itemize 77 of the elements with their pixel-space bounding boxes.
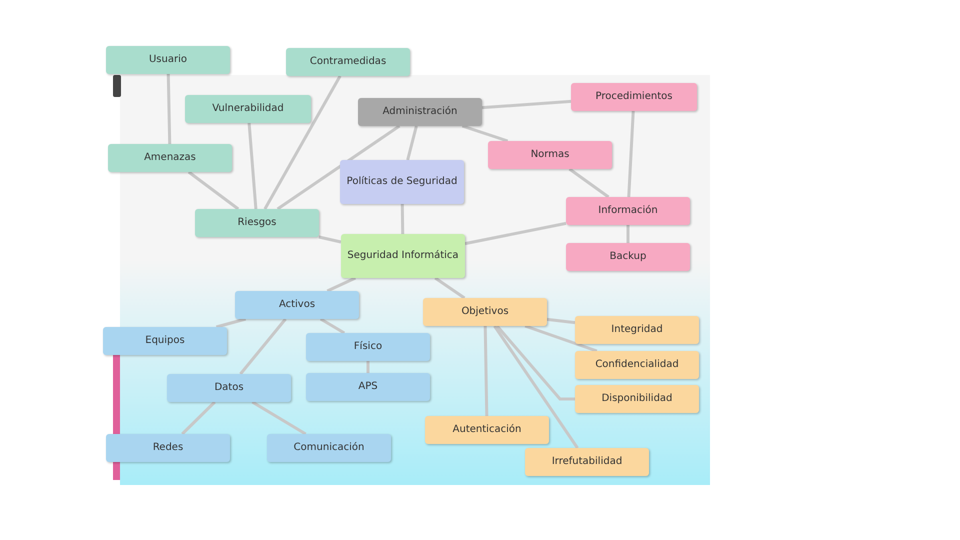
node-label: Backup <box>610 251 646 263</box>
node-label: Activos <box>278 299 316 311</box>
node-label: Procedimientos <box>596 91 672 103</box>
node-label: Confidencialidad <box>595 359 679 371</box>
concept-box <box>106 434 230 462</box>
concept-box <box>571 83 697 111</box>
node-label: Objetivos <box>461 306 509 318</box>
node-label: Integridad <box>611 324 663 336</box>
concept-box <box>195 209 319 237</box>
concept-box <box>575 351 699 379</box>
node-label: Riesgos <box>238 217 276 229</box>
node-label: APS <box>358 381 378 393</box>
connector-line <box>366 361 370 373</box>
concept-box <box>103 327 227 355</box>
node-label: Datos <box>214 382 244 394</box>
concept-box <box>235 291 359 319</box>
connector-line <box>546 318 576 324</box>
concept-box <box>340 160 464 204</box>
node-label: Autenticación <box>452 424 522 436</box>
concept-box <box>167 374 291 402</box>
connector-line <box>264 75 342 210</box>
connector-line <box>239 318 287 375</box>
connector-line <box>482 100 572 110</box>
node-label: Seguridad Informática <box>347 250 459 262</box>
connector-line <box>320 318 346 334</box>
node-label: Normas <box>530 149 570 161</box>
concept-box <box>425 416 549 444</box>
node-label: Irrefutabilidad <box>552 456 622 468</box>
connector-line <box>166 74 172 144</box>
connector-line <box>400 204 404 234</box>
connector-line <box>276 124 400 210</box>
concept-box <box>108 144 232 172</box>
connector-line <box>406 126 418 160</box>
node-label: Equipos <box>145 335 185 347</box>
connector-line <box>464 222 566 246</box>
node-label: Amenazas <box>144 152 196 164</box>
concept-box <box>358 98 482 126</box>
concept-box <box>575 316 699 344</box>
concept-box <box>566 197 690 225</box>
concept-box <box>267 434 391 462</box>
concept-box <box>306 373 430 401</box>
node-label: Usuario <box>148 54 187 66</box>
concept-box <box>525 448 649 476</box>
concept-box <box>575 385 699 413</box>
connector-line <box>462 124 508 142</box>
concept-box <box>306 333 430 361</box>
node-label: Vulnerabilidad <box>212 103 284 115</box>
connector-line <box>496 325 575 400</box>
concept-box <box>185 95 311 123</box>
connector-line <box>318 236 342 244</box>
node-label: Contramedidas <box>310 56 386 68</box>
node-label: Físico <box>354 341 382 353</box>
connector-line <box>484 326 488 416</box>
connector-line <box>493 325 579 449</box>
node-label: Comunicación <box>294 442 364 454</box>
concept-box <box>566 243 690 271</box>
connector-line <box>626 225 630 243</box>
connector-line <box>252 400 306 436</box>
concept-box <box>423 298 547 326</box>
connector-line <box>627 110 635 198</box>
connector-line <box>434 276 466 300</box>
node-label: Información <box>598 205 658 217</box>
concept-box <box>341 234 465 278</box>
connector-line <box>188 170 240 210</box>
node-label: Políticas de Seguridad <box>346 176 458 188</box>
node-label: Administración <box>382 106 458 118</box>
concept-box <box>286 48 410 76</box>
concept-box <box>488 141 612 169</box>
connector-line <box>524 324 598 352</box>
connector-line <box>248 122 258 210</box>
connector-line <box>216 318 246 328</box>
node-label: Redes <box>152 442 184 454</box>
connector-line <box>326 276 356 292</box>
concept-box <box>106 46 230 74</box>
connector-line <box>181 400 216 436</box>
node-label: Disponibilidad <box>602 393 672 405</box>
connector-line <box>568 168 610 198</box>
